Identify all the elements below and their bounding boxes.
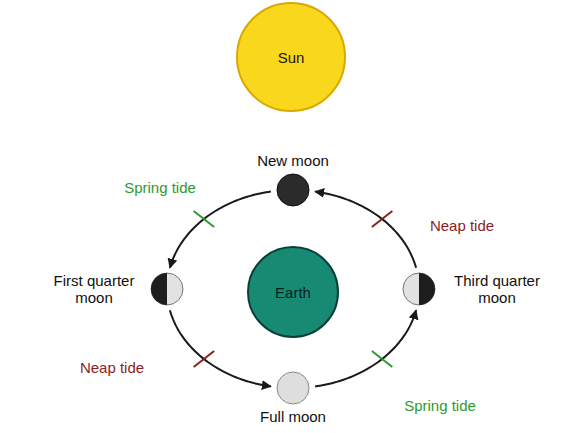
earth-disc [248, 247, 338, 337]
moon-disc [403, 273, 435, 305]
tide-tick [194, 351, 214, 367]
moon-phase-label: Full moon [260, 408, 326, 425]
orbit-arrow [170, 192, 271, 268]
tide-tick [372, 211, 392, 227]
moon-shadow [151, 273, 167, 305]
orbit-arrow [170, 310, 271, 386]
tide-tick [194, 211, 214, 227]
moon-phase-label: New moon [257, 152, 329, 169]
moon-phase: New moon [276, 173, 310, 207]
sun-label: Sun [236, 2, 346, 112]
node-outline [150, 272, 184, 306]
earth-circle: Earth [247, 246, 339, 338]
tide-tick [372, 351, 392, 367]
node-outline [276, 371, 310, 405]
moon-phase-label: Third quarter moon [442, 272, 552, 307]
moon-disc [151, 273, 183, 305]
node-outline [402, 272, 436, 306]
orbit-arrow [315, 310, 416, 386]
earth-label: Earth [247, 246, 339, 338]
moon-phase: Full moon [276, 371, 310, 405]
sun-disc [237, 3, 345, 111]
orbit-arrow [315, 192, 416, 268]
moon-phase-label: First quarter moon [44, 272, 144, 307]
node-outline [276, 173, 310, 207]
tide-label: Neap tide [428, 217, 496, 234]
tide-label: Spring tide [122, 179, 198, 196]
edge-layer [170, 192, 416, 387]
tide-label: Spring tide [402, 397, 478, 414]
moon-phase: Third quarter moon [402, 272, 436, 306]
moon-phase: First quarter moon [150, 272, 184, 306]
tick-layer [194, 211, 393, 367]
sun-circle: Sun [236, 2, 346, 112]
tide-label: Neap tide [78, 359, 146, 376]
moon-disc [277, 372, 309, 404]
moon-disc [277, 174, 309, 206]
moon-shadow [419, 273, 435, 305]
